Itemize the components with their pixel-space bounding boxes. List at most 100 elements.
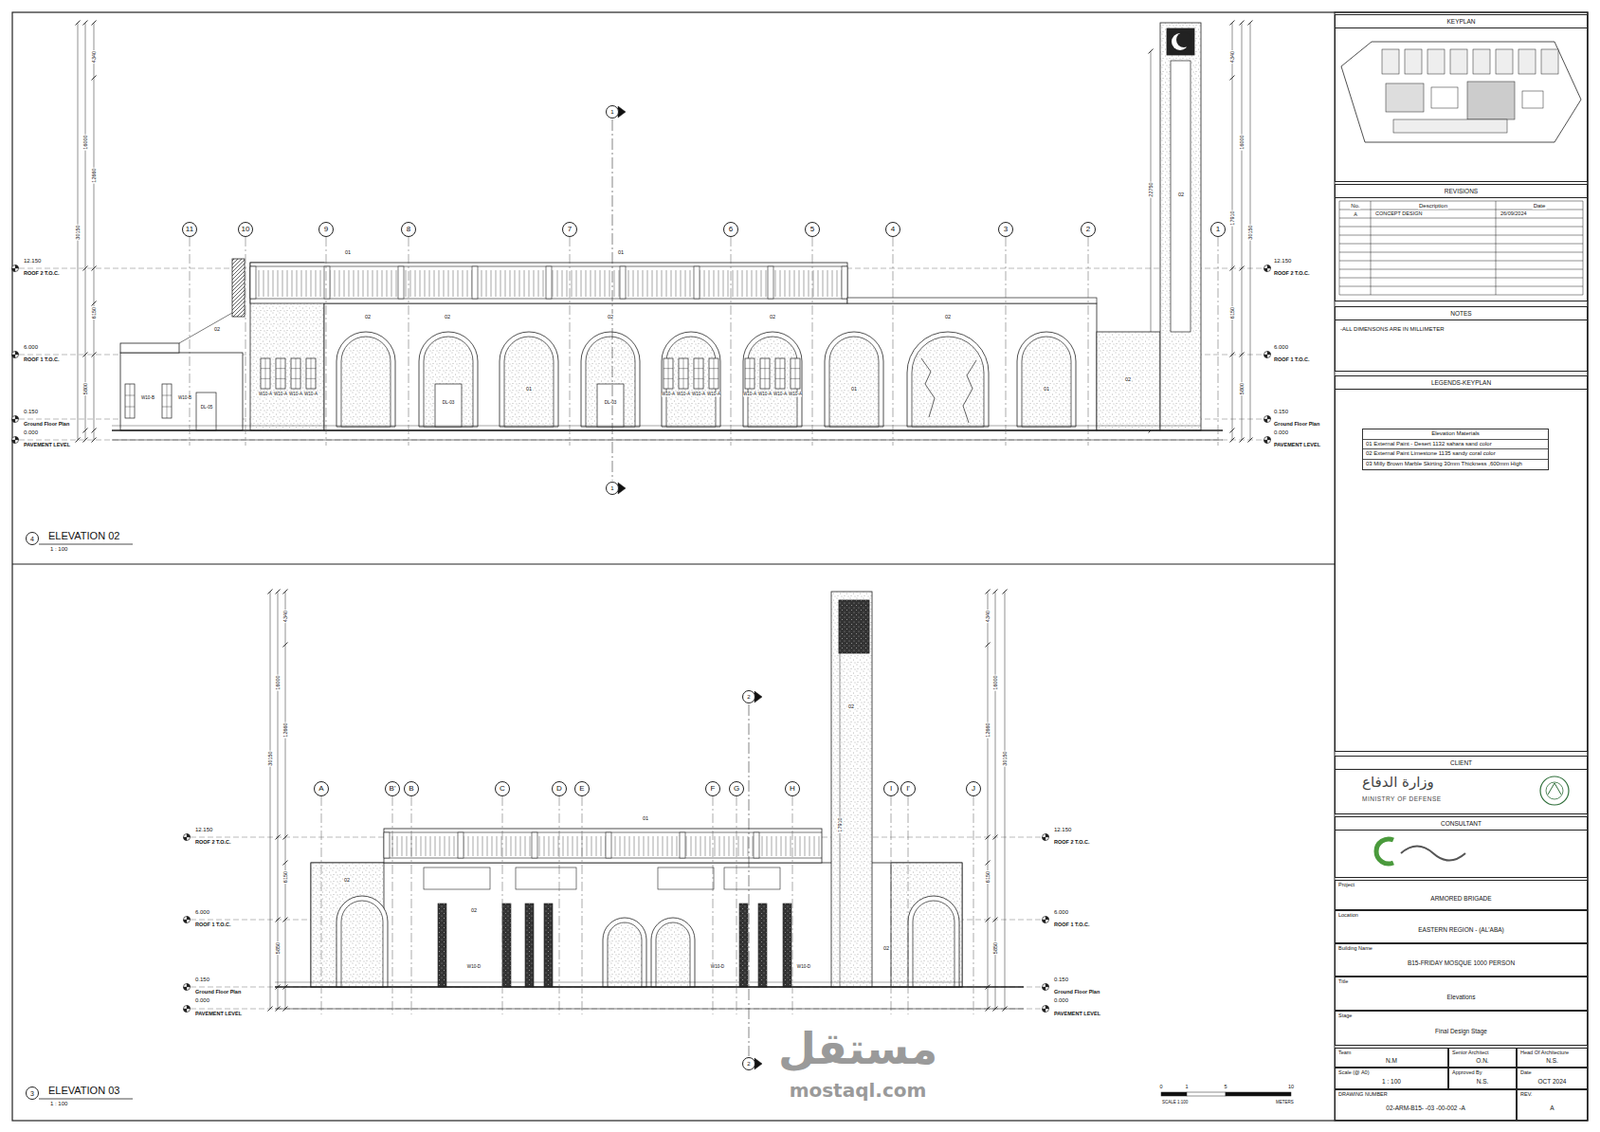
value-text: N.S. (1517, 1054, 1587, 1067)
heading-text: CLIENT (1335, 756, 1587, 770)
title-block-cell: TeamN.M (1334, 1047, 1449, 1068)
table-rule (1339, 200, 1583, 202)
client-emblem (1540, 776, 1569, 805)
parapet-post (531, 832, 538, 858)
window-mullion (166, 383, 168, 419)
grid-bubble: 4 (885, 221, 901, 237)
value-text: 02-ARM-B15- -03 -00-002 -A (1335, 1096, 1516, 1120)
keyplan-building (1393, 119, 1508, 133)
baluster (803, 270, 805, 297)
level-label: 6.000 (194, 909, 211, 916)
section-line (612, 119, 614, 481)
baluster (604, 270, 606, 297)
heading-text: DRAWING NUMBER (1335, 1090, 1516, 1097)
arch-opening (341, 336, 391, 427)
dimension-tick (91, 301, 97, 307)
minaret-crown (1166, 28, 1195, 55)
table-rule (1339, 243, 1583, 245)
element-tag: 02 (944, 313, 952, 320)
element-tag: 02 (213, 326, 221, 332)
baluster (553, 836, 555, 856)
value-text: ARMORED BRIGADE (1335, 887, 1587, 910)
element-tag: W10-B (141, 395, 155, 400)
baluster (310, 270, 312, 297)
baluster (268, 270, 270, 297)
level-label: 0.000 (194, 997, 211, 1004)
wall-panel (724, 867, 781, 890)
bubble-text: E (579, 784, 584, 793)
baluster (676, 836, 678, 856)
baluster (591, 836, 593, 856)
level-symbol-fill (15, 416, 19, 420)
dimension-tick (993, 835, 999, 840)
level-label: 0.000 (1053, 997, 1070, 1004)
keyplan-panel: KEYPLAN (1334, 14, 1588, 182)
level-symbol (1264, 416, 1272, 423)
heading-text: Scale (@ A0) (1335, 1068, 1448, 1075)
dimension-line (93, 22, 95, 440)
level-label: ROOF 1 T.O.C. (1053, 921, 1091, 928)
baluster (705, 836, 707, 856)
element-tag: W10-A (743, 391, 757, 397)
baluster (514, 270, 516, 297)
grid-bubble: 6 (723, 221, 739, 237)
baluster (738, 836, 740, 856)
baluster (490, 270, 492, 297)
baluster (799, 270, 800, 297)
scale-bar-text: SCALE 1:100 (1161, 1100, 1189, 1106)
level-symbol-fill (1267, 436, 1272, 441)
grid-line (189, 236, 191, 446)
bubble-text: H (789, 784, 796, 793)
element-tag: W10-A (661, 391, 675, 397)
element-tag: W10-A (758, 391, 772, 397)
level-symbol-fill (183, 836, 188, 841)
level-symbol-fill (1267, 351, 1272, 356)
baluster (377, 270, 379, 297)
level-symbol (183, 834, 191, 841)
baluster (780, 270, 782, 297)
baluster (619, 836, 621, 856)
level-symbol-fill (1042, 836, 1047, 841)
window (775, 358, 785, 389)
baluster (301, 270, 303, 297)
baluster (818, 836, 820, 856)
bubble-text: 3 (1003, 225, 1008, 234)
element-tag: 01 (641, 815, 650, 821)
baluster (562, 270, 564, 297)
skirting-line (111, 425, 1201, 427)
baluster (765, 270, 767, 297)
element-tag: DL-03 (442, 400, 455, 405)
baluster (618, 270, 620, 297)
grid-bubble: 10 (237, 221, 254, 237)
baluster (718, 270, 720, 297)
element-tag: 01 (525, 385, 533, 392)
dimension-tick (91, 75, 97, 81)
baluster (538, 270, 540, 297)
baluster (510, 836, 512, 856)
window-mullion (280, 358, 282, 389)
view-title: ELEVATION 03 (47, 1084, 121, 1096)
baluster (771, 836, 773, 856)
level-line (18, 439, 1264, 441)
level-symbol (1042, 983, 1050, 991)
element-tag: 01 (1042, 385, 1051, 392)
arch-surround (908, 895, 960, 987)
wall-panel (657, 867, 714, 890)
dimension-tick (75, 20, 81, 26)
baluster (434, 270, 436, 297)
arch-opening (341, 900, 383, 987)
grid-bubble: D (551, 781, 567, 797)
baluster (524, 270, 526, 297)
dimension-tick (1230, 437, 1236, 443)
section-arrow (618, 106, 626, 118)
section-marker: 2 (742, 690, 756, 704)
baluster (671, 270, 673, 297)
baluster (287, 270, 289, 297)
value-text: Final Design Stage (1335, 1018, 1587, 1045)
baluster (813, 270, 815, 297)
consultant-logo (1376, 838, 1394, 864)
window-mullion (310, 358, 312, 389)
window (275, 358, 286, 389)
minaret (1160, 22, 1201, 431)
baluster (443, 270, 445, 297)
